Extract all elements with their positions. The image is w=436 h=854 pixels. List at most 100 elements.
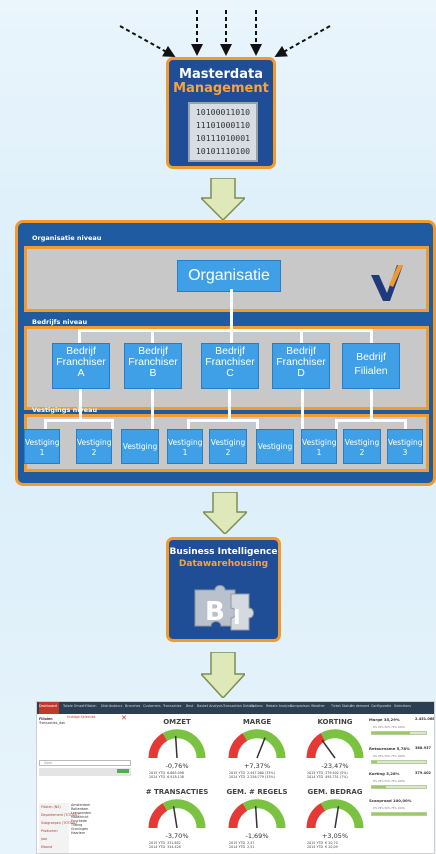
ytd-2015-label: 2015 YTD <box>229 841 246 845</box>
connector-line <box>79 389 82 421</box>
connector-line <box>404 419 407 429</box>
connector-line <box>370 389 373 421</box>
tab[interactable]: Options <box>250 704 263 708</box>
tab[interactable]: Totale Omzet <box>63 704 85 708</box>
gauge-title: MARGE <box>242 718 272 726</box>
connector-line <box>78 329 81 344</box>
organisation-box: Organisatie <box>177 260 281 292</box>
gauge-dial <box>148 799 206 829</box>
gauge-needle <box>174 735 178 759</box>
gauge-value: -1,69% <box>245 832 269 840</box>
kpi-progress-fill <box>372 813 426 815</box>
connector-line <box>151 329 154 344</box>
kpi-scale: 0% 25% 50% 75% 100% <box>373 780 406 783</box>
code-row: 10101110100 <box>195 146 251 156</box>
tab[interactable]: Distributeurs <box>101 704 123 708</box>
tab[interactable]: Ticket Status <box>331 704 353 708</box>
connector-line <box>335 419 407 422</box>
tab[interactable]: Weather <box>311 704 325 708</box>
masterdata-management-box: Masterdata Management 10100011010 111010… <box>166 57 276 169</box>
panel-header: Filialen <box>39 717 53 721</box>
filter-row <box>39 768 131 776</box>
gauge-dial <box>228 799 286 829</box>
ytd-2014-label: 2014 YTD <box>149 775 166 779</box>
branch-box: Vestiging <box>256 429 294 464</box>
organisation-level-band: Organisatie <box>24 246 429 312</box>
connector-line <box>335 419 338 429</box>
connector-line <box>151 389 154 429</box>
ytd-2014-value: 2,51 <box>247 845 255 849</box>
tab[interactable]: Comparison <box>290 704 310 708</box>
binary-code-panel: 10100011010 11101000110 10111010001 1010… <box>188 102 258 162</box>
ytd-2014-label: 2014 YTD <box>229 845 246 849</box>
gauge-dial <box>306 729 364 759</box>
gauge-value: -3,70% <box>165 832 189 840</box>
svg-text:I: I <box>233 605 240 629</box>
ytd-2015-value: 2.447.060 (35%) <box>247 771 275 775</box>
kpi-scale: 0% 25% 50% 75% 100% <box>373 807 406 810</box>
ytd-2014-value: 495.751 (7%) <box>325 775 348 779</box>
ytd-2014-label: 2014 YTD <box>229 775 246 779</box>
tab[interactable]: On demand <box>350 704 370 708</box>
ytd-2014-value: € 20,09 <box>325 845 338 849</box>
tab[interactable]: Selections <box>394 704 411 708</box>
gauge-title: GEM. # REGELS <box>226 788 288 796</box>
tab[interactable]: Branches <box>125 704 141 708</box>
tab[interactable]: Customers <box>143 704 161 708</box>
tab[interactable]: Best <box>186 704 194 708</box>
search-input[interactable]: Zoek <box>39 760 131 766</box>
connector-line <box>44 419 114 422</box>
gauge-ytd-values: 2015 YTD 2.447.060 (35%)2014 YTD 2.256.7… <box>229 771 275 779</box>
tab[interactable]: Transacties <box>163 704 182 708</box>
code-row: 11101000110 <box>195 120 251 130</box>
business-intelligence-box: Business Intelligence Datawarehousing B … <box>166 537 281 642</box>
close-icon[interactable]: ✕ <box>121 714 127 722</box>
dashboard-tab-bar: Dashboard Totale Omzet Filialen Distribu… <box>37 702 434 714</box>
tab[interactable]: Transaction Details <box>223 704 255 708</box>
tab[interactable]: Basket Analysis <box>197 704 223 708</box>
gauge-dial <box>306 799 364 829</box>
selection-indicator <box>117 769 129 773</box>
gauge-title: OMZET <box>163 718 191 726</box>
gauge-dial <box>228 729 286 759</box>
connector-line <box>44 419 47 429</box>
bi-dashboard: Dashboard Totale Omzet Filialen Distribu… <box>36 701 435 854</box>
gauge-value: -0,76% <box>165 762 189 770</box>
gauge-title: # TRANSACTIES <box>145 788 209 796</box>
gauge-ytd-values: 2015 YTD 379.402 (5%)2014 YTD 495.751 (7… <box>307 771 348 779</box>
gauge-value: +3,05% <box>321 832 349 840</box>
ytd-2015-value: € 20,70 <box>325 841 338 845</box>
kpi-progress-bar <box>371 812 427 816</box>
gauge-needle <box>254 805 258 829</box>
ytd-2014-value: 344.428 <box>167 845 181 849</box>
tab[interactable]: Filialen <box>85 704 97 708</box>
gauge-needle <box>334 806 340 829</box>
tab-dashboard[interactable]: Dashboard <box>39 702 59 714</box>
tab[interactable]: Configuratie <box>371 704 392 708</box>
ytd-2015-value: 2,47 <box>247 841 255 845</box>
mdm-title: Masterdata <box>179 67 263 82</box>
branch-level-label: Vestigings niveau <box>32 406 98 414</box>
gauge-value: +7,37% <box>243 762 271 770</box>
connector-line <box>230 289 233 343</box>
down-block-arrow <box>203 492 247 534</box>
gauge-value: -23,47% <box>321 762 349 770</box>
ytd-2014-value: 2.256.779 (33%) <box>247 775 275 779</box>
down-block-arrow <box>201 178 245 220</box>
down-block-arrow <box>201 652 245 698</box>
kpi-title: Retourname 5,78% <box>369 746 410 751</box>
gauge-needle <box>172 806 178 829</box>
organization-structure-panel: Organisatie niveau Organisatie Bedrijfs … <box>15 220 436 486</box>
kpi-progress-bar <box>371 731 427 735</box>
kpi-scale: 0% 25% 50% 75% 100% <box>373 726 406 729</box>
connector-line <box>228 389 231 421</box>
code-row: 10100011010 <box>195 107 251 117</box>
kpi-title: Marge 35,29% <box>369 717 400 722</box>
kpi-title: Korting 5,28% <box>369 771 400 776</box>
gauge-dial <box>148 729 206 759</box>
tab[interactable]: Rebate Analysis <box>266 704 293 708</box>
ytd-2015-value: 6.865.098 <box>167 771 184 775</box>
